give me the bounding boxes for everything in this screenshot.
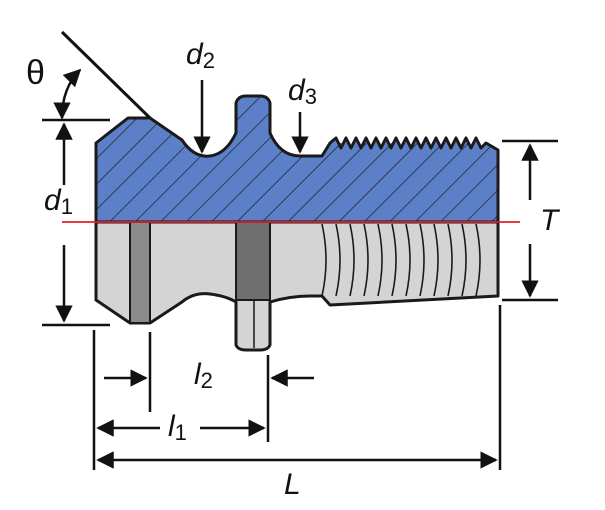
d1-label-sub: 1 [60, 194, 73, 219]
thread-lines [321, 223, 481, 297]
l2-label-main: l [194, 358, 201, 391]
total-length-label: L [284, 468, 301, 501]
groove-shadow-1 [129, 222, 151, 324]
l2-label: l2 [194, 360, 213, 392]
d3-label-main: d [288, 74, 305, 107]
d1-label-main: d [44, 184, 61, 217]
d3-label: d3 [288, 76, 317, 108]
d2-label-sub: 2 [202, 48, 215, 73]
l1-label-sub: 1 [174, 420, 187, 445]
d3-label-sub: 3 [304, 84, 317, 109]
knob-profile-body [94, 222, 500, 352]
t-label: T [540, 204, 559, 237]
d2-label-main: d [186, 38, 203, 71]
groove-shadow-2 [235, 222, 271, 301]
l2-label-sub: 2 [200, 368, 213, 393]
theta-label: θ [26, 54, 45, 92]
theta-reference-line [60, 30, 152, 120]
section-view-upper [94, 94, 500, 222]
d1-label: d1 [44, 186, 73, 218]
l1-label: l1 [168, 412, 187, 444]
external-view-lower [94, 222, 500, 352]
d2-label: d2 [186, 40, 215, 72]
l1-label-main: l [168, 410, 175, 443]
theta-arc [53, 68, 82, 120]
